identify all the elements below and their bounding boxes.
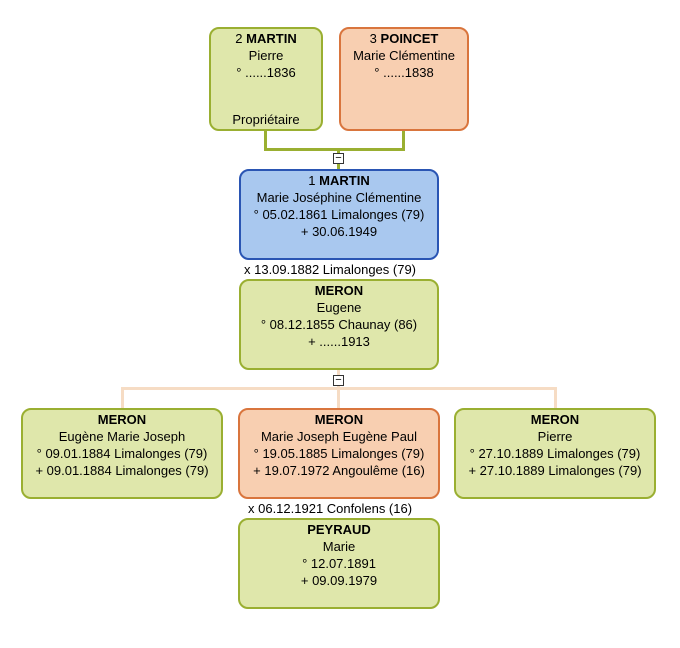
person-death: + 27.10.1889 Limalonges (79) <box>468 463 642 478</box>
collapse-parents-button[interactable]: − <box>333 153 344 164</box>
person-birth: ° 08.12.1855 Chaunay (86) <box>260 317 418 332</box>
person-card-child-3[interactable]: MERON Pierre ° 27.10.1889 Limalonges (79… <box>454 408 656 499</box>
person-occupation: Propriétaire <box>232 112 300 127</box>
parent-connector-bar <box>264 148 405 151</box>
person-death: + 09.01.1884 Limalonges (79) <box>35 463 209 478</box>
person-card-child-2[interactable]: MERON Marie Joseph Eugène Paul ° 19.05.1… <box>238 408 440 499</box>
person-given-name: Pierre <box>248 48 284 63</box>
person-birth: ° 12.07.1891 <box>302 556 376 571</box>
marriage-label: x 06.12.1921 Confolens (16) <box>248 501 413 516</box>
person-card-spouse[interactable]: MERON Eugene ° 08.12.1855 Chaunay (86) +… <box>239 279 439 370</box>
person-birth: ° 27.10.1889 Limalonges (79) <box>469 446 641 461</box>
collapse-children-button[interactable]: − <box>333 375 344 386</box>
person-birth: ° 09.01.1884 Limalonges (79) <box>36 446 208 461</box>
person-surname: MERON <box>97 412 147 427</box>
person-card-root[interactable]: 1 MARTIN Marie Joséphine Clémentine ° 05… <box>239 169 439 260</box>
person-given-name: Marie Clémentine <box>353 48 455 63</box>
parent-connector-right <box>402 130 405 151</box>
person-birth: ° ......1838 <box>374 65 434 80</box>
person-surname: PEYRAUD <box>307 522 371 537</box>
children-connector-left <box>121 387 124 409</box>
person-surname: MERON <box>314 283 364 298</box>
person-name: 1 MARTIN <box>308 173 370 188</box>
person-given-name: Marie Joseph Eugène Paul <box>260 429 418 444</box>
person-name: 2 MARTIN <box>235 31 297 46</box>
person-death: + ......1913 <box>308 334 370 349</box>
person-birth: ° 05.02.1861 Limalonges (79) <box>253 207 425 222</box>
person-card-mother[interactable]: 3 POINCET Marie Clémentine ° ......1838 <box>339 27 469 131</box>
parent-connector-left <box>264 130 267 151</box>
person-birth: ° 19.05.1885 Limalonges (79) <box>253 446 425 461</box>
person-birth: ° ......1836 <box>236 65 296 80</box>
person-given-name: Eugene <box>316 300 362 315</box>
person-given-name: Pierre <box>537 429 573 444</box>
person-surname: MERON <box>530 412 580 427</box>
person-death: + 30.06.1949 <box>300 224 378 239</box>
person-card-child-spouse[interactable]: PEYRAUD Marie ° 12.07.1891 + 09.09.1979 <box>238 518 440 609</box>
person-death: + 19.07.1972 Angoulême (16) <box>253 463 425 478</box>
person-given-name: Marie <box>322 539 356 554</box>
children-connector-bar <box>121 387 557 390</box>
person-surname: MERON <box>314 412 364 427</box>
person-name: 3 POINCET <box>369 31 439 46</box>
children-connector-right <box>554 387 557 409</box>
person-card-father[interactable]: 2 MARTIN Pierre ° ......1836 Propriétair… <box>209 27 323 131</box>
person-given-name: Eugène Marie Joseph <box>58 429 186 444</box>
marriage-label: x 13.09.1882 Limalonges (79) <box>244 262 417 277</box>
person-death: + 09.09.1979 <box>300 573 378 588</box>
person-given-name: Marie Joséphine Clémentine <box>256 190 422 205</box>
person-card-child-1[interactable]: MERON Eugène Marie Joseph ° 09.01.1884 L… <box>21 408 223 499</box>
